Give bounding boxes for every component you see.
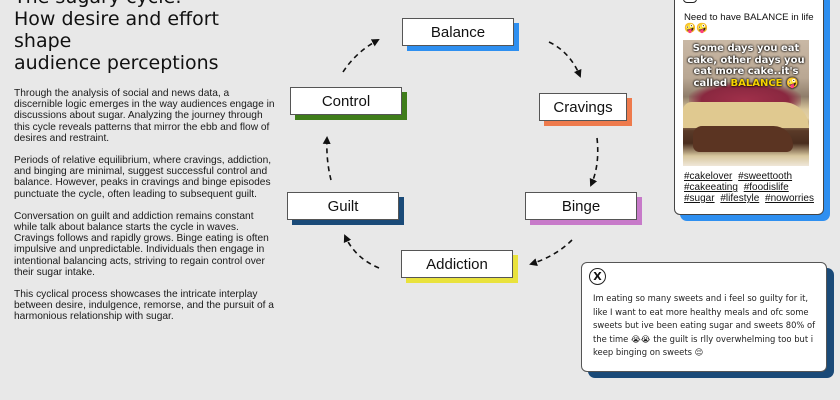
- paragraph-equilibrium: Periods of relative equilibrium, where c…: [14, 155, 272, 200]
- overlay-emoji: 🤪: [786, 77, 799, 89]
- arrow-balance-to-cravings: [548, 41, 582, 78]
- node-guilt-label: Guilt: [287, 192, 399, 220]
- hashtag-link[interactable]: #cakelover: [684, 171, 733, 182]
- cake-chocolate-swirl: [693, 126, 793, 152]
- hashtag-list: #cakelover #sweettooth #cakeeating #food…: [684, 171, 822, 204]
- title-line-2: audience perceptions: [14, 52, 219, 74]
- hashtag-link[interactable]: #lifestyle: [720, 193, 760, 204]
- hashtag-link[interactable]: #sweettooth: [738, 171, 793, 182]
- cake-sponge: [683, 102, 809, 128]
- instagram-post-image[interactable]: Some days you eat cake, other days you e…: [683, 40, 809, 166]
- node-addiction-label: Addiction: [401, 250, 513, 278]
- paragraph-conclusion: This cyclical process showcases the intr…: [14, 289, 274, 323]
- image-overlay-text: Some days you eat cake, other days you e…: [683, 43, 809, 89]
- instagram-icon: [683, 0, 697, 3]
- paragraph-intro: Through the analysis of social and news …: [14, 88, 275, 144]
- arrow-control-to-balance: [342, 39, 380, 73]
- arrow-cravings-to-binge: [589, 137, 599, 187]
- hashtag-link[interactable]: #noworries: [765, 193, 814, 204]
- paragraph-conversation: Conversation on guilt and addiction rema…: [14, 210, 269, 278]
- hashtag-link[interactable]: #sugar: [684, 193, 715, 204]
- instagram-caption: Need to have BALANCE in life 🤪🤪: [684, 12, 814, 34]
- node-binge-label: Binge: [525, 192, 637, 220]
- x-icon: X: [589, 268, 606, 285]
- page-title: The sugary cycle: How desire and effort …: [14, 0, 276, 74]
- hashtag-link[interactable]: #foodislife: [743, 182, 789, 193]
- overlay-highlight-text: BALANCE: [730, 77, 783, 89]
- x-post-card[interactable]: X Im eating so many sweets and i feel so…: [581, 262, 827, 372]
- x-post-text: Im eating so many sweets and i feel so g…: [593, 293, 816, 357]
- node-balance-label: Balance: [402, 18, 514, 46]
- node-control-label: Control: [290, 87, 402, 115]
- title-partial: The sugary cycle:: [14, 0, 182, 8]
- arrow-guilt-to-control: [322, 136, 332, 181]
- arrow-binge-to-addiction: [529, 239, 573, 266]
- instagram-post-card[interactable]: Need to have BALANCE in life 🤪🤪 Some day…: [674, 0, 824, 215]
- title-line-1: How desire and effort shape: [14, 8, 219, 52]
- arrow-addiction-to-guilt: [343, 234, 380, 269]
- hashtag-link[interactable]: #cakeeating: [684, 182, 738, 193]
- overlay-main-text: Some days you eat cake, other days you e…: [687, 43, 805, 89]
- node-cravings-label: Cravings: [539, 93, 627, 121]
- left-panel: The sugary cycle: How desire and effort …: [14, 0, 276, 334]
